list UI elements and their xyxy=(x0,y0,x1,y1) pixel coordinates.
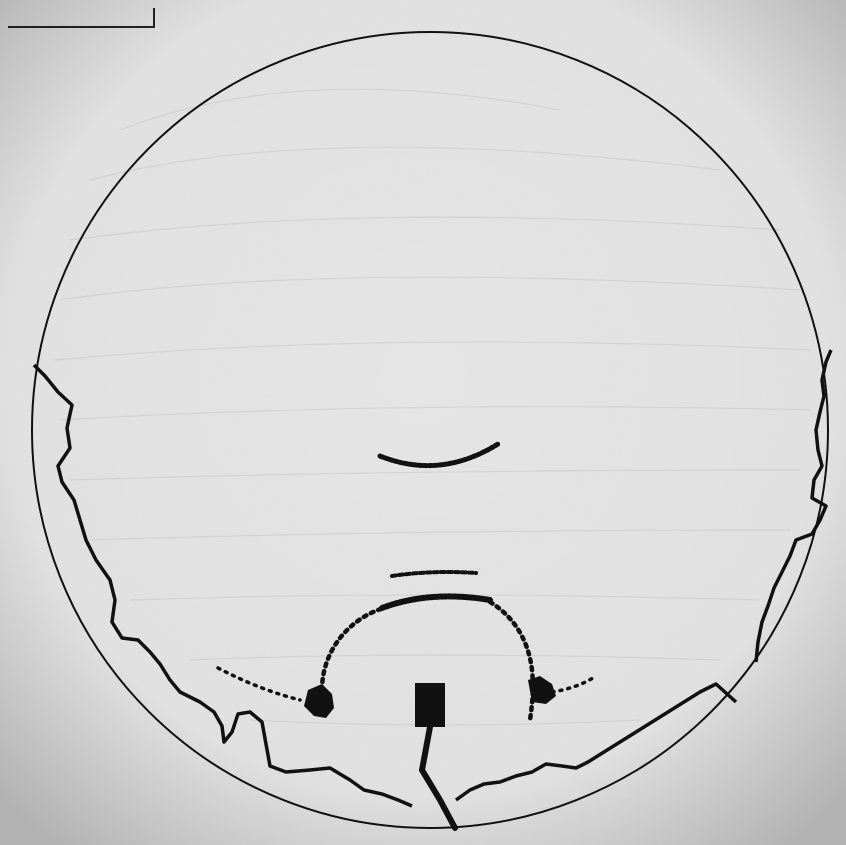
photo-vignette xyxy=(0,0,846,845)
drawing-canvas xyxy=(0,0,846,845)
